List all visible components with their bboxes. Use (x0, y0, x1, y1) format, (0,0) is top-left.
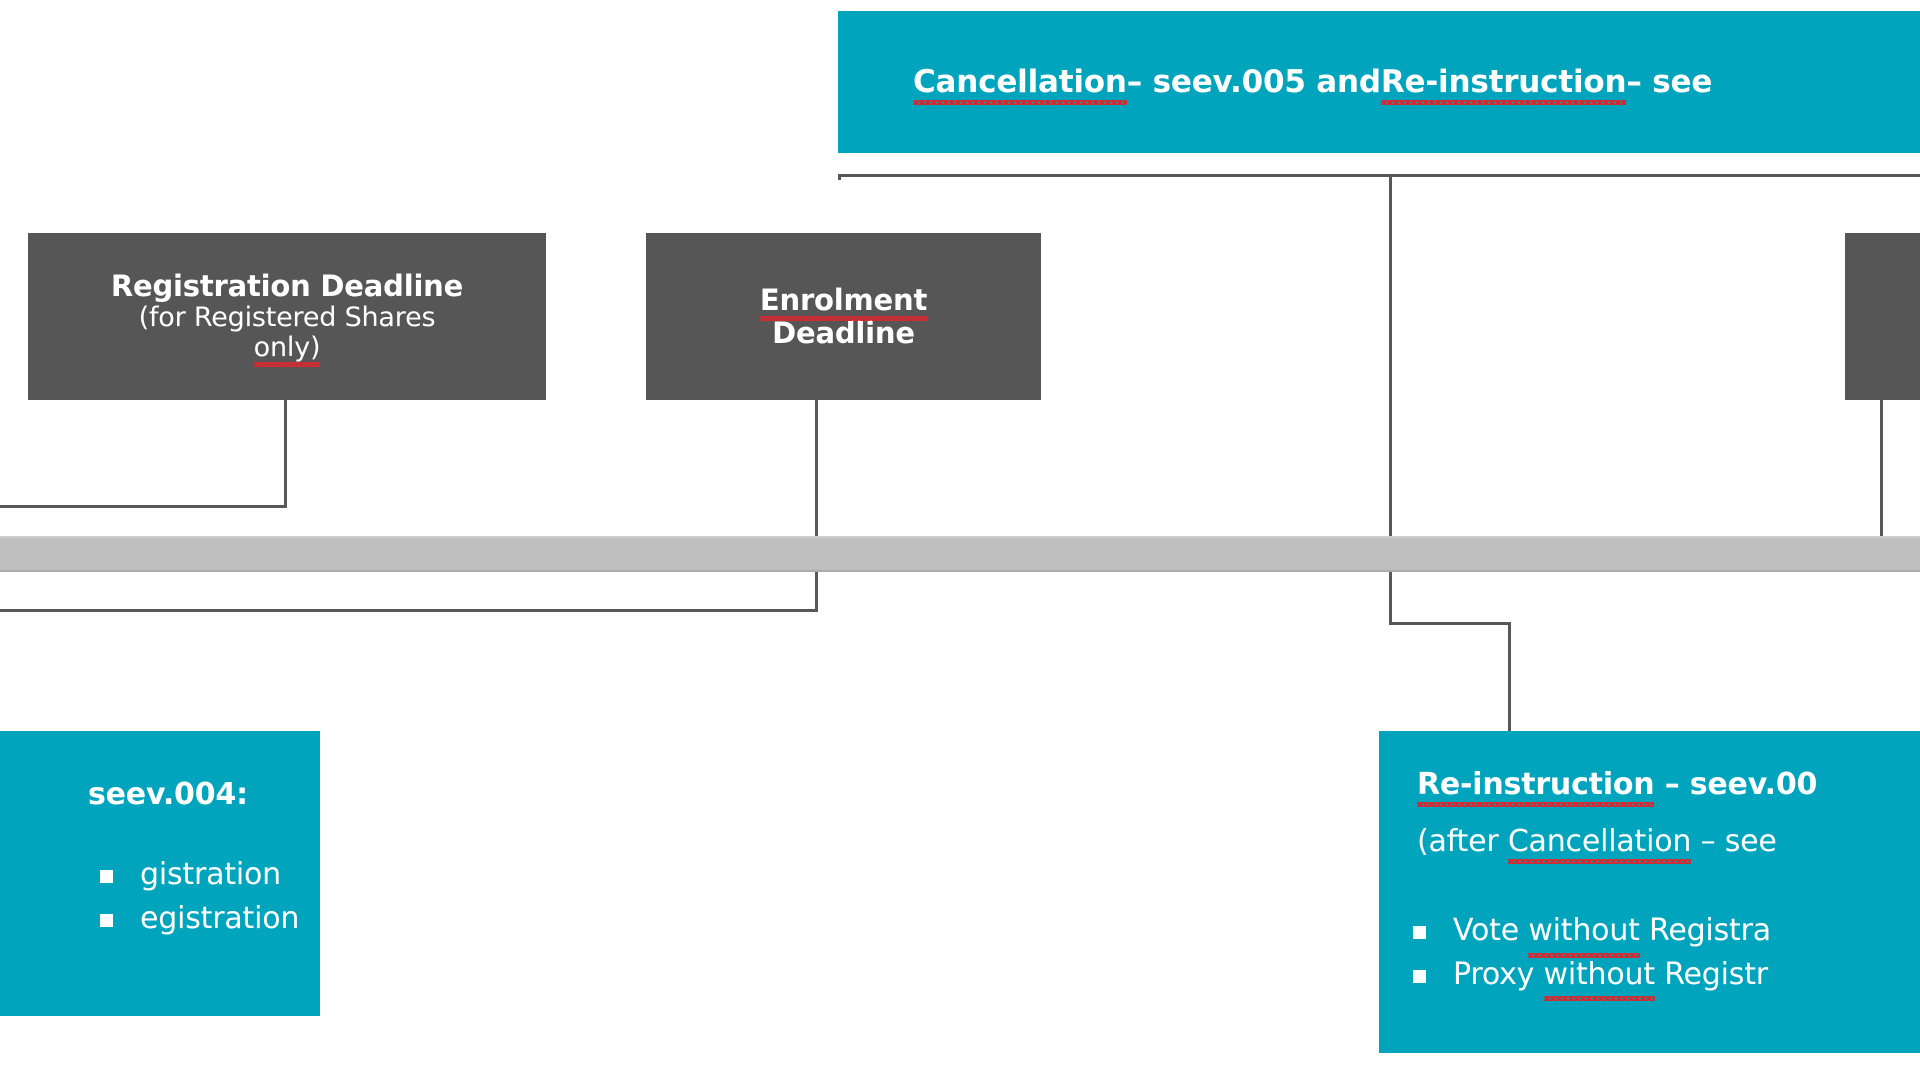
reinstruction-heading: Re-instruction – seev.00 (1417, 767, 1818, 807)
connector-banner-horizontal (838, 174, 1920, 177)
reinstruction-subheading: (after Cancellation – see (1417, 824, 1777, 864)
registration-deadline-box: Registration Deadline (for Registered Sh… (28, 233, 546, 400)
reinstruction-sub-word: Cancellation (1507, 824, 1692, 864)
cancellation-reinstruction-banner: Cancellation – seev.005 and Re-instructi… (838, 11, 1920, 153)
reinstruction-sub-suffix: – see (1691, 824, 1777, 859)
enrolment-deadline-line1-text: Enrolment (759, 283, 928, 322)
connector-registration-vertical (284, 400, 287, 508)
registration-deadline-sub-line2: only) (253, 331, 321, 368)
reinstruction-item-2-pre: Proxy (1453, 956, 1544, 992)
connector-registration-horizontal (0, 505, 287, 508)
reinstruction-item-1-post: Registra (1639, 913, 1771, 948)
banner-text-tail: – see (1626, 64, 1713, 100)
banner-text-mid: – seev.005 and (1126, 64, 1381, 100)
list-item: Vote without Registra (1401, 909, 1771, 957)
seev004-heading: seev.004: (88, 777, 248, 812)
list-item: Proxy without Registr (1401, 953, 1771, 1001)
registration-deadline-sub-line2-text: only) (253, 331, 321, 368)
connector-reinstruction-vertical (1508, 622, 1511, 732)
square-bullet-icon (1413, 926, 1426, 939)
connector-banner-left-stub (838, 174, 841, 180)
enrolment-deadline-box: Enrolment Deadline (646, 233, 1041, 400)
connector-right-box-vertical (1880, 400, 1883, 540)
seev004-list: gistration egistration (88, 853, 299, 940)
reinstruction-seev004-box: Re-instruction – seev.00 (after Cancella… (1379, 731, 1920, 1053)
reinstruction-sub-prefix: (after (1417, 824, 1508, 859)
connector-enrolment-vertical (815, 400, 818, 612)
connector-enrolment-horizontal (0, 609, 818, 612)
enrolment-deadline-line1: Enrolment (759, 283, 928, 322)
reinstruction-list: Vote without Registra Proxy without Regi… (1401, 909, 1771, 1001)
reinstruction-item-2-word: without (1543, 953, 1656, 1001)
seev004-item-2: egistration (140, 900, 300, 936)
square-bullet-icon (1413, 969, 1426, 983)
enrolment-deadline-line2: Deadline (772, 315, 915, 350)
reinstruction-heading-tail: – seev.00 (1654, 767, 1818, 802)
reinstruction-item-1-pre: Vote (1453, 913, 1529, 948)
right-edge-dark-box (1845, 233, 1920, 400)
seev004-item-1: gistration (140, 857, 281, 892)
banner-text-cancellation: Cancellation (913, 64, 1127, 105)
registration-deadline-sub-line1: (for Registered Shares (138, 301, 436, 333)
reinstruction-item-2-post: Registr (1654, 956, 1768, 992)
list-item: egistration (88, 897, 299, 941)
reinstruction-heading-word: Re-instruction (1417, 767, 1655, 807)
banner-text-reinstruction: Re-instruction (1380, 64, 1627, 105)
square-bullet-icon (100, 913, 113, 927)
registration-deadline-title: Registration Deadline (110, 269, 464, 304)
connector-banner-to-timeline (1389, 174, 1392, 625)
seev004-box: seev.004: gistration egistration (0, 731, 320, 1016)
reinstruction-item-1-word: without (1528, 909, 1641, 957)
square-bullet-icon (100, 870, 113, 883)
timeline-bar (0, 536, 1920, 572)
connector-reinstruction-horizontal (1389, 622, 1511, 625)
list-item: gistration (88, 853, 299, 897)
